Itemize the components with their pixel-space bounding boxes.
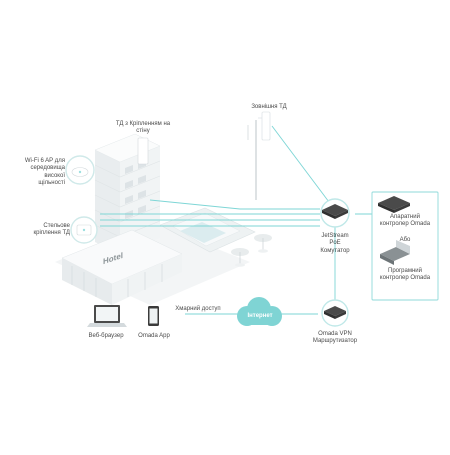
- link-lines: [100, 125, 375, 315]
- wifi6-ap-highlight: [65, 155, 95, 185]
- wall-ap-label: ТД з Кріпленням на стіну: [115, 121, 171, 135]
- or-label: Або: [399, 237, 411, 243]
- switch-device: [320, 198, 350, 228]
- ceiling-ap-label: Стельове кріплення ТД: [33, 223, 70, 237]
- sw-controller-label: Програмний контролер Omada: [379, 268, 431, 282]
- pool-area: [159, 207, 256, 253]
- cloud-access-label: Хмарний доступ: [175, 306, 221, 312]
- router-device: [321, 299, 349, 327]
- phone-device: [148, 306, 159, 326]
- omada-app-label: Omada App: [138, 333, 170, 339]
- internet-label: Інтернет: [247, 313, 273, 319]
- web-browser-label: Веб-браузер: [88, 333, 124, 339]
- hw-controller-label: Апаратний контролер Omada: [379, 214, 431, 228]
- laptop-device: [87, 305, 127, 327]
- umbrella: [231, 248, 249, 267]
- outdoor-ap-mast: [247, 111, 271, 200]
- internet-cloud: [237, 297, 282, 326]
- ceiling-ap-highlight: [70, 216, 98, 244]
- outdoor-ap-label: Зовнішня ТД: [251, 104, 287, 110]
- router-label: Omada VPN Маршрутизатор: [312, 331, 358, 345]
- wall-ap-device: [137, 137, 149, 165]
- wifi6-ap-label: Wi-Fi 6 AP для середовища високої щільно…: [24, 158, 65, 187]
- umbrella: [254, 234, 272, 253]
- controller-panel: [371, 191, 439, 301]
- switch-label: JetStream PoE Комутатор: [320, 233, 350, 254]
